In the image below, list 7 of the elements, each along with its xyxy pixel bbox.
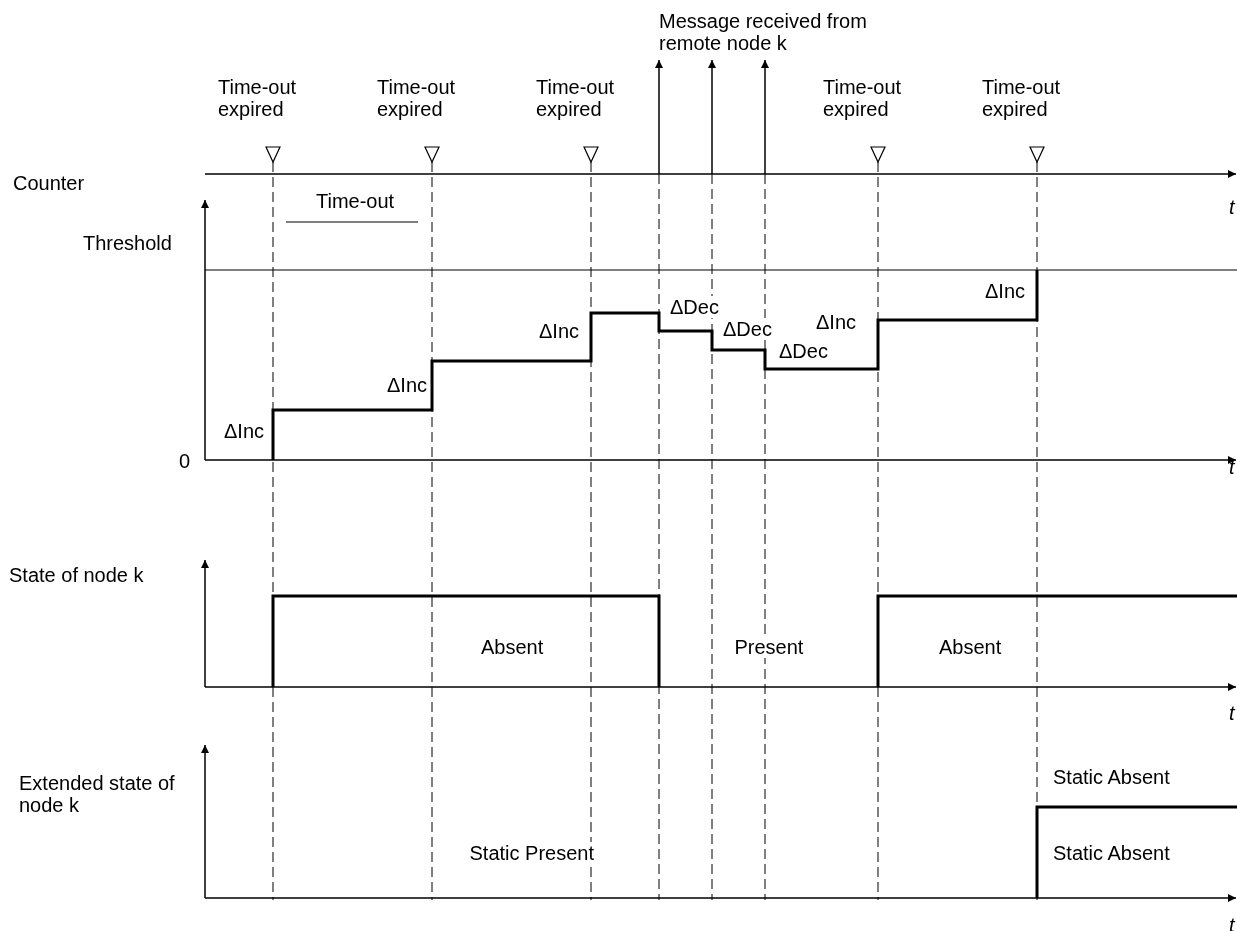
axis-unit-label: t xyxy=(1228,196,1236,218)
axis-unit-label: t xyxy=(1228,702,1236,724)
state-label: Present xyxy=(733,636,805,658)
step-label: ΔDec xyxy=(722,318,773,340)
axis-unit-label: t xyxy=(1228,456,1236,478)
state-label: Static Present xyxy=(468,842,595,864)
step-label: ΔDec xyxy=(669,296,720,318)
